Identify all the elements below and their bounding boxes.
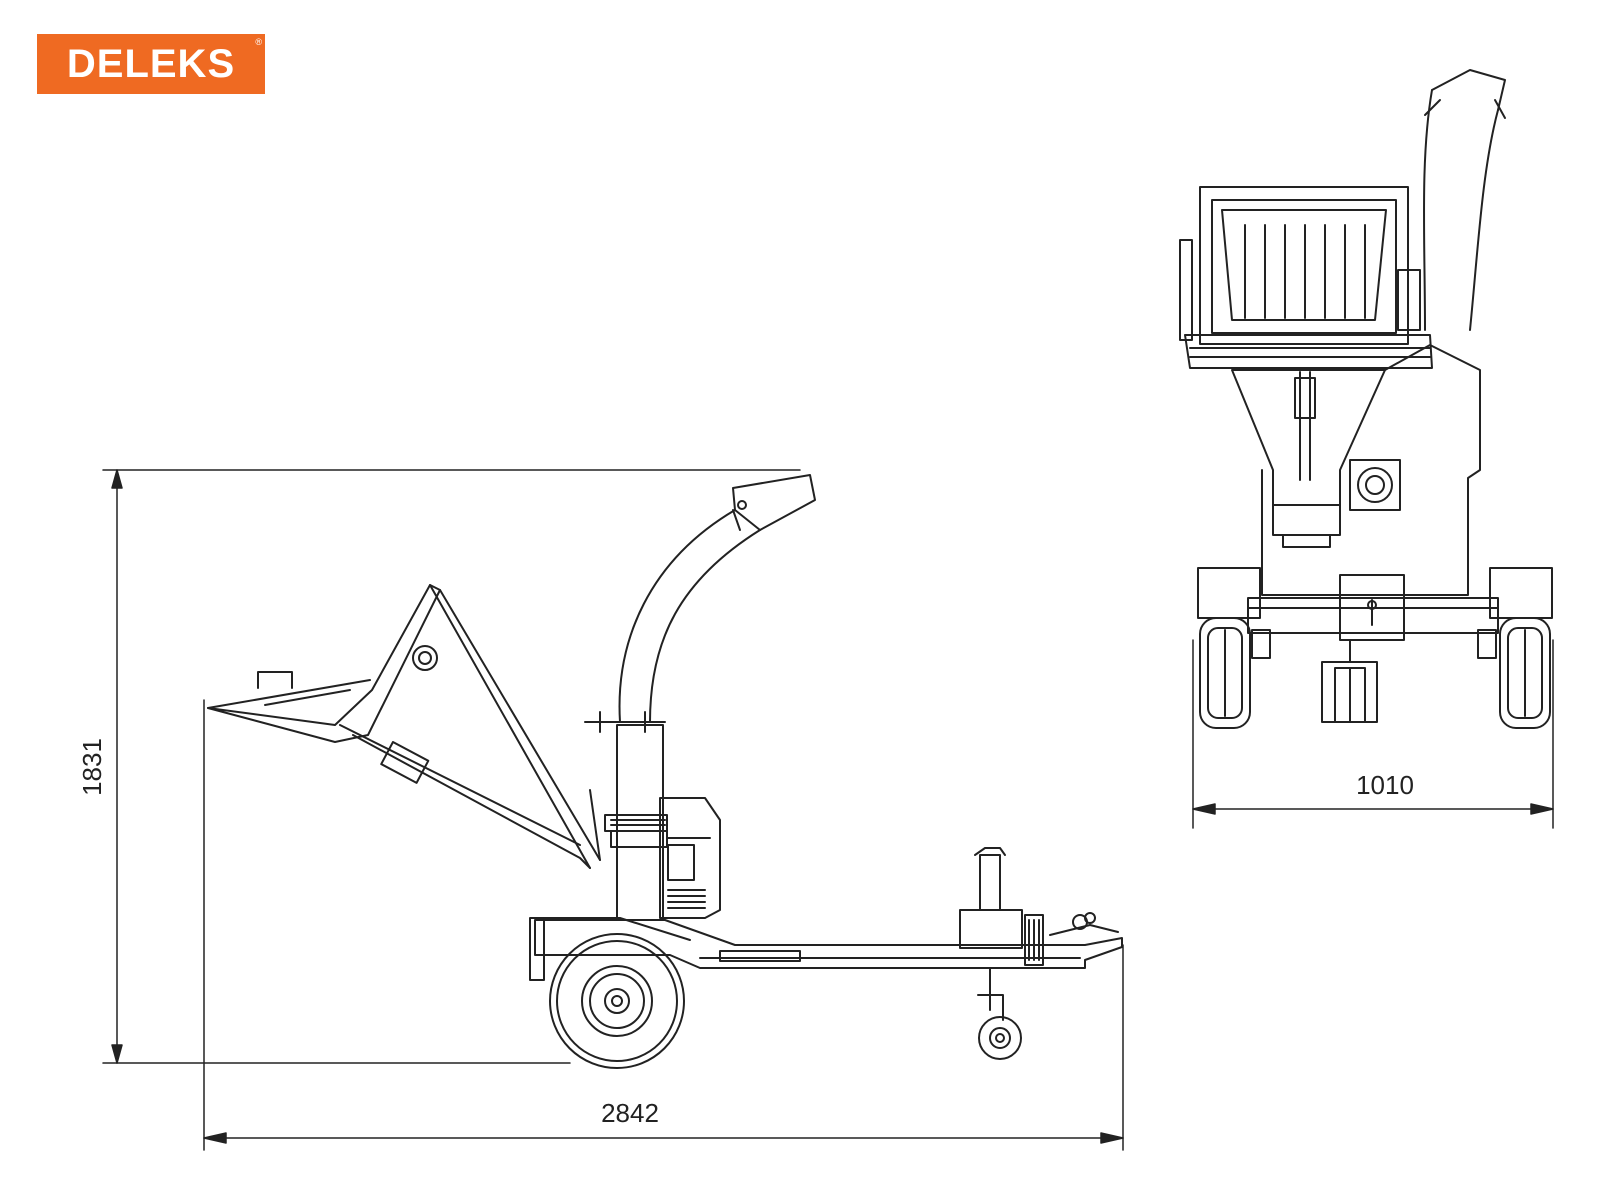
front-hopper: [1179, 186, 1433, 369]
chipper-housing: [584, 711, 668, 921]
front-chute: [1422, 69, 1506, 331]
registered-mark: ®: [255, 37, 262, 47]
front-view: 1010: [1179, 69, 1554, 829]
front-axle: [1197, 567, 1553, 641]
height-dimension: [102, 469, 801, 1064]
discharge-chute: [618, 474, 816, 723]
engine: [659, 797, 721, 919]
length-dimension-label: 2842: [601, 1098, 659, 1128]
tow-hitch: [1024, 912, 1119, 966]
brand-logo-text: DELEKS: [66, 42, 236, 86]
height-dimension-label: 1831: [77, 738, 107, 796]
width-dimension: [1192, 639, 1554, 829]
main-wheel: [549, 933, 685, 1069]
jockey-wheel: [959, 847, 1023, 1060]
chassis-drawbar: [529, 917, 1123, 981]
length-dimension: [203, 699, 1124, 1151]
side-view: 1831 2842: [77, 469, 1124, 1151]
front-funnel: [1231, 344, 1481, 596]
front-left-wheel: [1199, 617, 1271, 729]
front-right-wheel: [1477, 617, 1551, 729]
width-dimension-label: 1010: [1356, 770, 1414, 800]
feed-hopper: [207, 584, 601, 869]
brand-logo: DELEKS ®: [37, 34, 265, 94]
front-jockey-wheel: [1321, 639, 1378, 723]
